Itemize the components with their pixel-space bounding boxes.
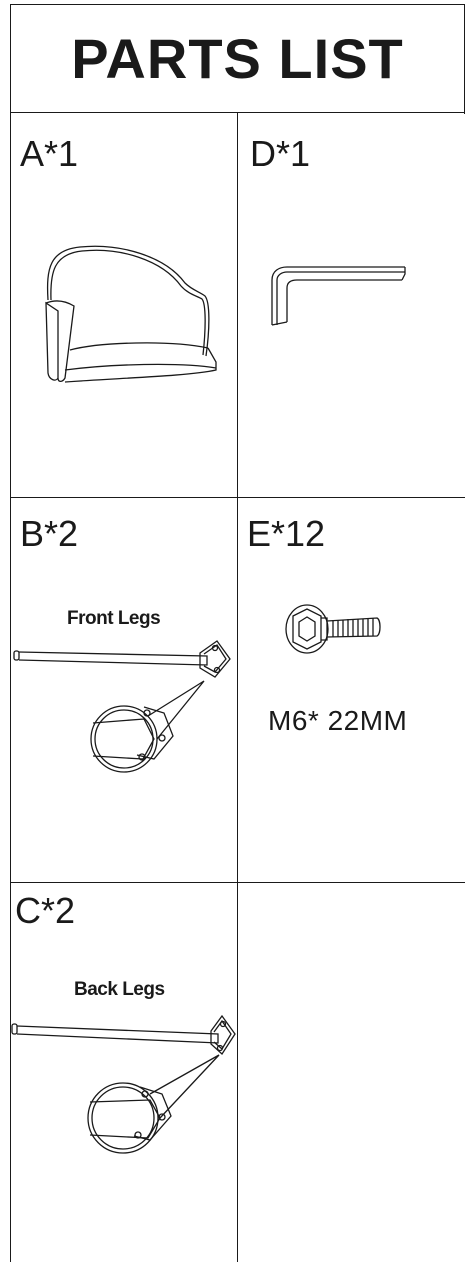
back-leg-icon	[11, 1014, 236, 1154]
back-legs-caption: Back Legs	[74, 979, 165, 1000]
page-title: PARTS LIST	[71, 27, 404, 90]
bolt-size-spec: M6* 22MM	[268, 705, 408, 736]
part-b-label: B*2	[20, 513, 79, 554]
chair-seat-icon	[45, 245, 217, 383]
part-a-label: A*1	[20, 133, 79, 174]
allen-key-icon	[271, 266, 406, 326]
column-divider	[237, 112, 238, 1262]
part-d-label: D*1	[250, 133, 311, 174]
part-e-label: E*12	[247, 513, 326, 554]
frame-left-border	[10, 4, 11, 1262]
row-divider-2	[10, 882, 465, 883]
front-legs-caption: Front Legs	[67, 608, 161, 629]
frame-top-border	[10, 4, 465, 5]
front-leg-icon	[13, 640, 231, 773]
bolt-icon	[285, 604, 381, 654]
part-c-label: C*2	[15, 890, 76, 931]
row-divider-1	[10, 497, 465, 498]
